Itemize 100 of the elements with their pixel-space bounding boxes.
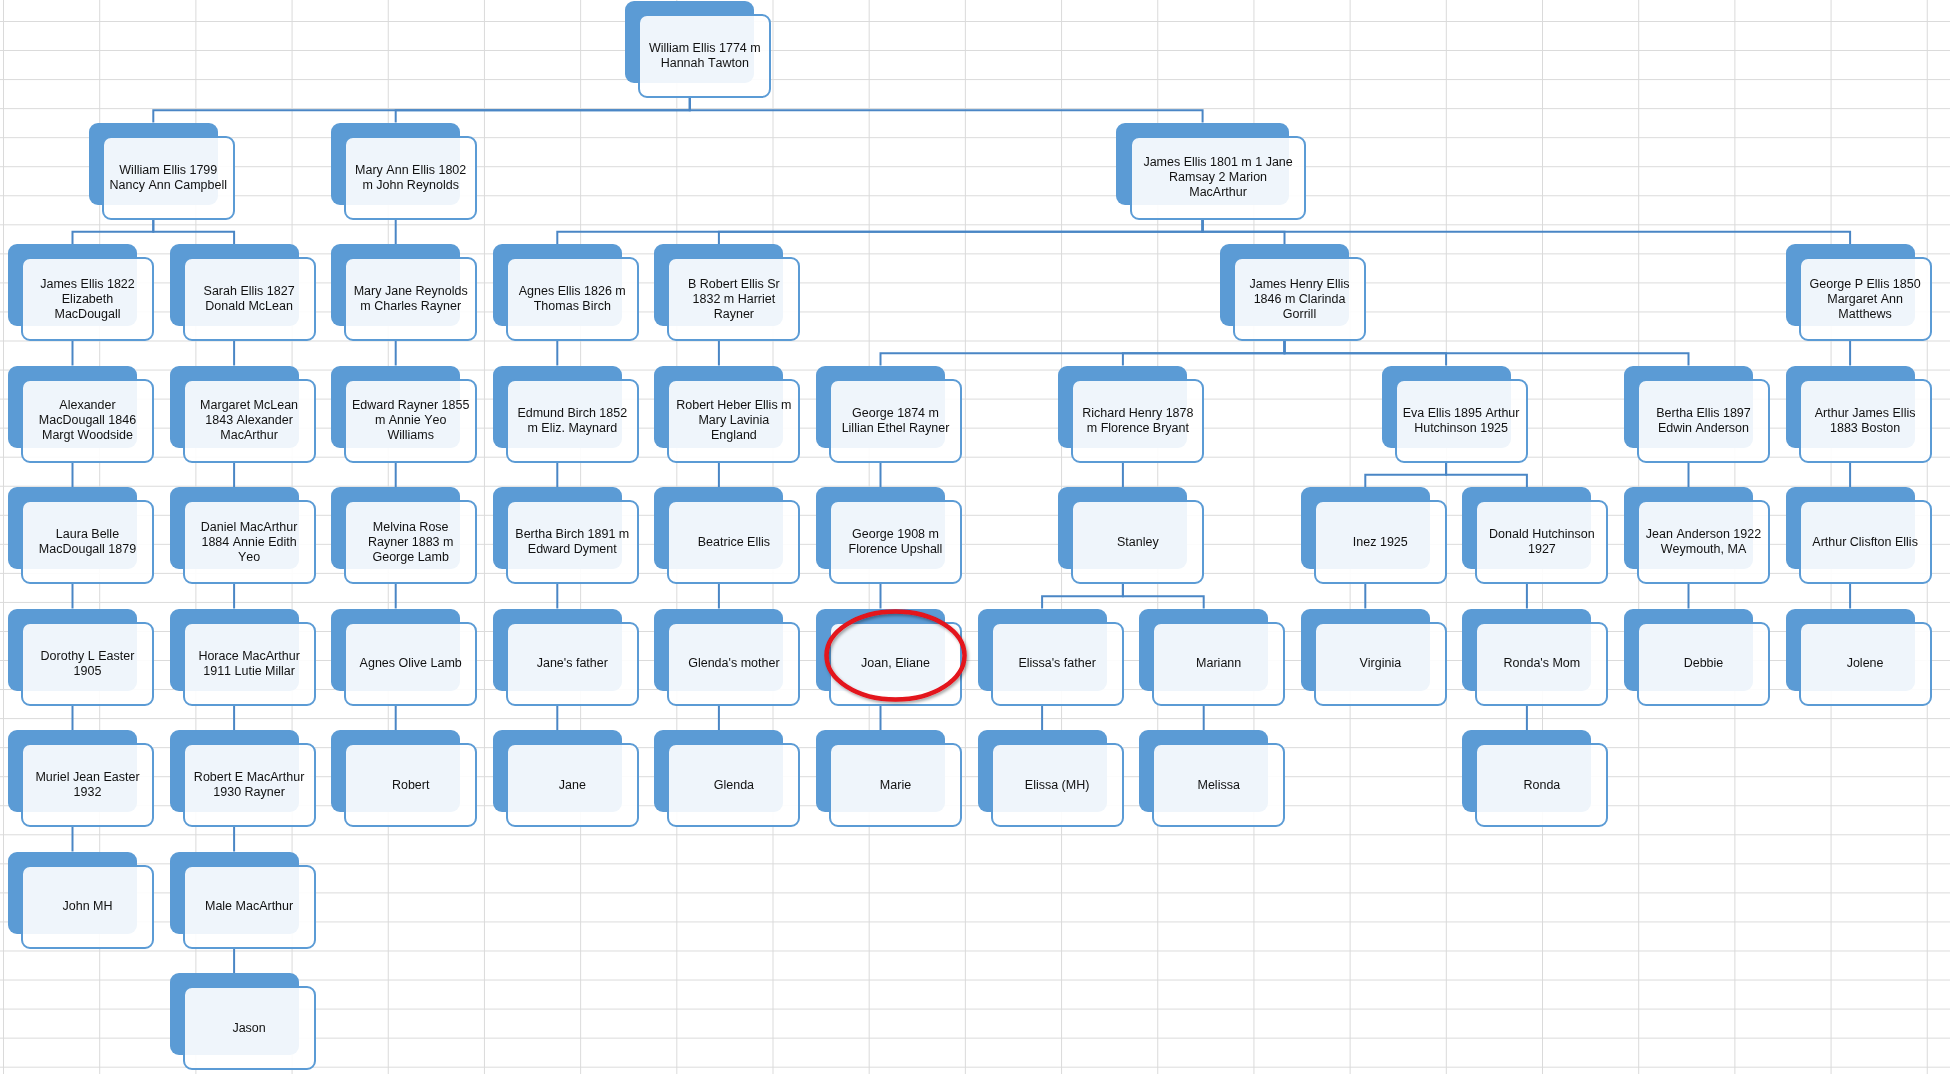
connector-line (71, 583, 74, 610)
person-card (1381, 365, 1528, 463)
person-card (1058, 487, 1205, 584)
person-card (625, 1, 772, 98)
person-card (1462, 608, 1609, 706)
person-name: Bertha Birch 1891 m Edward Dyment (515, 527, 630, 557)
connector-line (1201, 218, 1852, 245)
person-name: Mary Jane Reynolds m Charles Rayner (353, 284, 468, 314)
person-card (169, 487, 316, 584)
connector-line (717, 461, 720, 488)
person-name: Jason (232, 1020, 266, 1036)
person-name: Beatrice Ellis (697, 534, 770, 550)
person-name: Jane (558, 777, 586, 793)
person-name: Alexander MacDougall 1846 Margt Woodside (38, 398, 137, 443)
person-card (169, 608, 316, 706)
person-card (977, 608, 1124, 706)
connector-line (556, 583, 559, 610)
person-card (1300, 608, 1447, 706)
person-name: James Ellis 1801 m 1 Jane Ramsay 2 Marion MacArthur (1143, 155, 1293, 200)
person-name: Elissa's father (1018, 656, 1096, 671)
connector-line (394, 218, 397, 245)
person-card (492, 608, 639, 706)
person-card (1785, 608, 1932, 706)
person-card (1624, 487, 1770, 584)
person-name: Arthur James Ellis 1883 Boston (1814, 405, 1916, 436)
person-name: Ronda's Mom (1503, 656, 1581, 671)
connector-line (1202, 704, 1205, 731)
person-card (331, 244, 478, 341)
person-card (492, 365, 639, 463)
person-name: Mariann (1196, 656, 1242, 671)
person-card (331, 487, 478, 584)
person-card (8, 730, 154, 827)
person-card (1116, 122, 1307, 220)
person-name: Mary Ann Ellis 1802 m John Reynolds (355, 162, 467, 193)
person-name: Glenda's mother (688, 656, 780, 671)
connector-line (1849, 583, 1852, 610)
person-card (8, 487, 154, 584)
person-name: George 1874 m Lillian Ethel Rayner (841, 405, 950, 436)
person-name: James Ellis 1822 Elizabeth MacDougall (40, 276, 135, 322)
person-name: Elissa (MH) (1024, 777, 1090, 793)
person-card (654, 730, 801, 827)
person-name: James Henry Ellis 1846 m Clarinda Gorrill (1249, 276, 1350, 322)
connector-line (233, 583, 236, 610)
connector-line (1445, 461, 1528, 488)
connector-line (233, 826, 236, 853)
connector-line (1041, 704, 1044, 731)
connector-line (1687, 583, 1690, 610)
person-name: Muriel Jean Easter 1932 (35, 770, 140, 800)
person-name: Robert (391, 777, 430, 793)
person-name: Edmund Birch 1852 m Eliz. Maynard (517, 405, 628, 436)
connector-line (556, 340, 559, 367)
person-card (169, 730, 316, 827)
connector-line (1849, 340, 1852, 367)
connector-line (394, 583, 397, 610)
person-card (331, 608, 478, 706)
person-card (1624, 365, 1770, 463)
person-card (492, 730, 639, 827)
person-card (654, 244, 801, 341)
person-card (1785, 365, 1932, 463)
connector-line (71, 826, 74, 853)
person-name: Eva Ellis 1895 Arthur Hutchinson 1925 (1402, 405, 1520, 436)
person-card (1785, 244, 1932, 341)
person-name: Dorothy L Easter 1905 (40, 648, 135, 679)
person-name: William Ellis 1774 m Hannah Tawton (648, 41, 761, 71)
person-card (8, 244, 154, 341)
person-name: Melvina Rose Rayner 1883 m George Lamb (367, 519, 454, 565)
person-card (1139, 608, 1286, 706)
connector-line (233, 704, 236, 731)
connector-line (717, 583, 720, 610)
person-name: Male MacArthur (204, 899, 294, 914)
person-name: Glenda (713, 777, 755, 793)
connector-line (1121, 461, 1124, 488)
person-name: Bertha Ellis 1897 Edwin Anderson (1656, 405, 1751, 436)
person-name: Stanley (1117, 534, 1159, 550)
person-name: Joan, Eliane (861, 656, 930, 671)
person-card (1058, 365, 1205, 463)
person-name: Marie (879, 777, 912, 793)
person-name: William Ellis 1799 Nancy Ann Campbell (109, 162, 227, 193)
person-card (331, 122, 478, 220)
person-name: Jean Anderson 1922 Weymouth, MA (1645, 527, 1762, 557)
person-card (88, 122, 235, 220)
person-name: Horace MacArthur 1911 Lutie Millar (198, 648, 300, 679)
person-card (977, 730, 1124, 827)
person-name: George 1908 m Florence Upshall (848, 527, 943, 557)
connector-line (717, 704, 720, 731)
person-name: John MH (62, 899, 113, 914)
person-card (8, 608, 154, 706)
person-card (1462, 487, 1609, 584)
person-name: Sarah Ellis 1827 Donald McLean (203, 284, 295, 314)
person-name: Arthur Clisfton Ellis (1812, 534, 1918, 550)
connector-line (717, 340, 720, 367)
connector-line (71, 704, 74, 731)
person-name: Daniel MacArthur 1884 Annie Edith Yeo (200, 519, 298, 565)
connector-line (394, 704, 397, 731)
person-name: Robert E MacArthur 1930 Rayner (193, 770, 305, 800)
person-name: Jolene (1846, 656, 1884, 671)
person-card (1785, 487, 1932, 584)
person-name: Laura Belle MacDougall 1879 (38, 527, 137, 557)
person-name: Margaret McLean 1843 Alexander MacArthur (200, 398, 299, 443)
person-card (331, 730, 478, 827)
